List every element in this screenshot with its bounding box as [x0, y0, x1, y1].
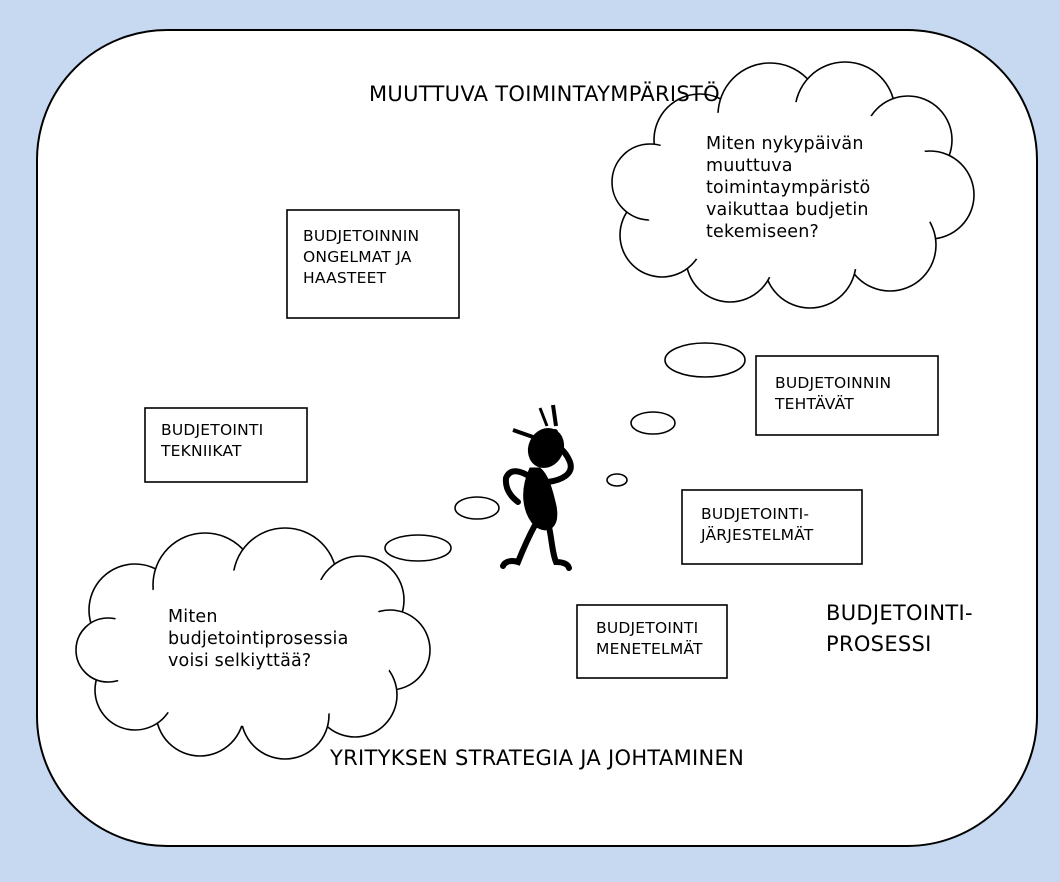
- thinking-figure-icon: [500, 404, 574, 571]
- thought-bubble: [630, 411, 676, 435]
- box-techniques: BUDJETOINTI TEKNIIKAT: [161, 421, 264, 460]
- thought-bubbles: [384, 342, 746, 562]
- cloud-process-question: Miten budjetointiprosessia voisi selkiyt…: [168, 607, 349, 671]
- concept-boxes: [144, 209, 939, 679]
- thought-bubble: [606, 473, 628, 487]
- outer-bottom-label: YRITYKSEN STRATEGIA JA JOHTAMINEN: [330, 746, 745, 770]
- box-problems-border: [286, 209, 460, 319]
- thought-bubble: [664, 342, 746, 378]
- box-tasks: BUDJETOINNIN TEHTÄVÄT: [775, 374, 892, 413]
- box-systems-border: [681, 489, 863, 565]
- box-tasks-border: [755, 355, 939, 436]
- cloud-process-core: [105, 570, 395, 726]
- box-methods-border: [576, 604, 728, 679]
- thought-bubble: [384, 534, 452, 562]
- process-label: BUDJETOINTI- PROSESSI: [826, 601, 973, 656]
- box-systems: BUDJETOINTI- JÄRJESTELMÄT: [701, 505, 814, 544]
- box-techniques-border: [144, 407, 308, 483]
- box-methods: BUDJETOINTI MENETELMÄT: [596, 619, 703, 658]
- outer-top-label: MUUTTUVA TOIMINTAYMPÄRISTÖ: [369, 82, 720, 106]
- thought-bubble: [454, 496, 500, 520]
- cloud-environment-core: [640, 102, 940, 278]
- box-problems: BUDJETOINNIN ONGELMAT JA HAASTEET: [303, 227, 420, 287]
- cloud-environment-question: Miten nykypäivän muuttuva toimintaympäri…: [706, 134, 871, 242]
